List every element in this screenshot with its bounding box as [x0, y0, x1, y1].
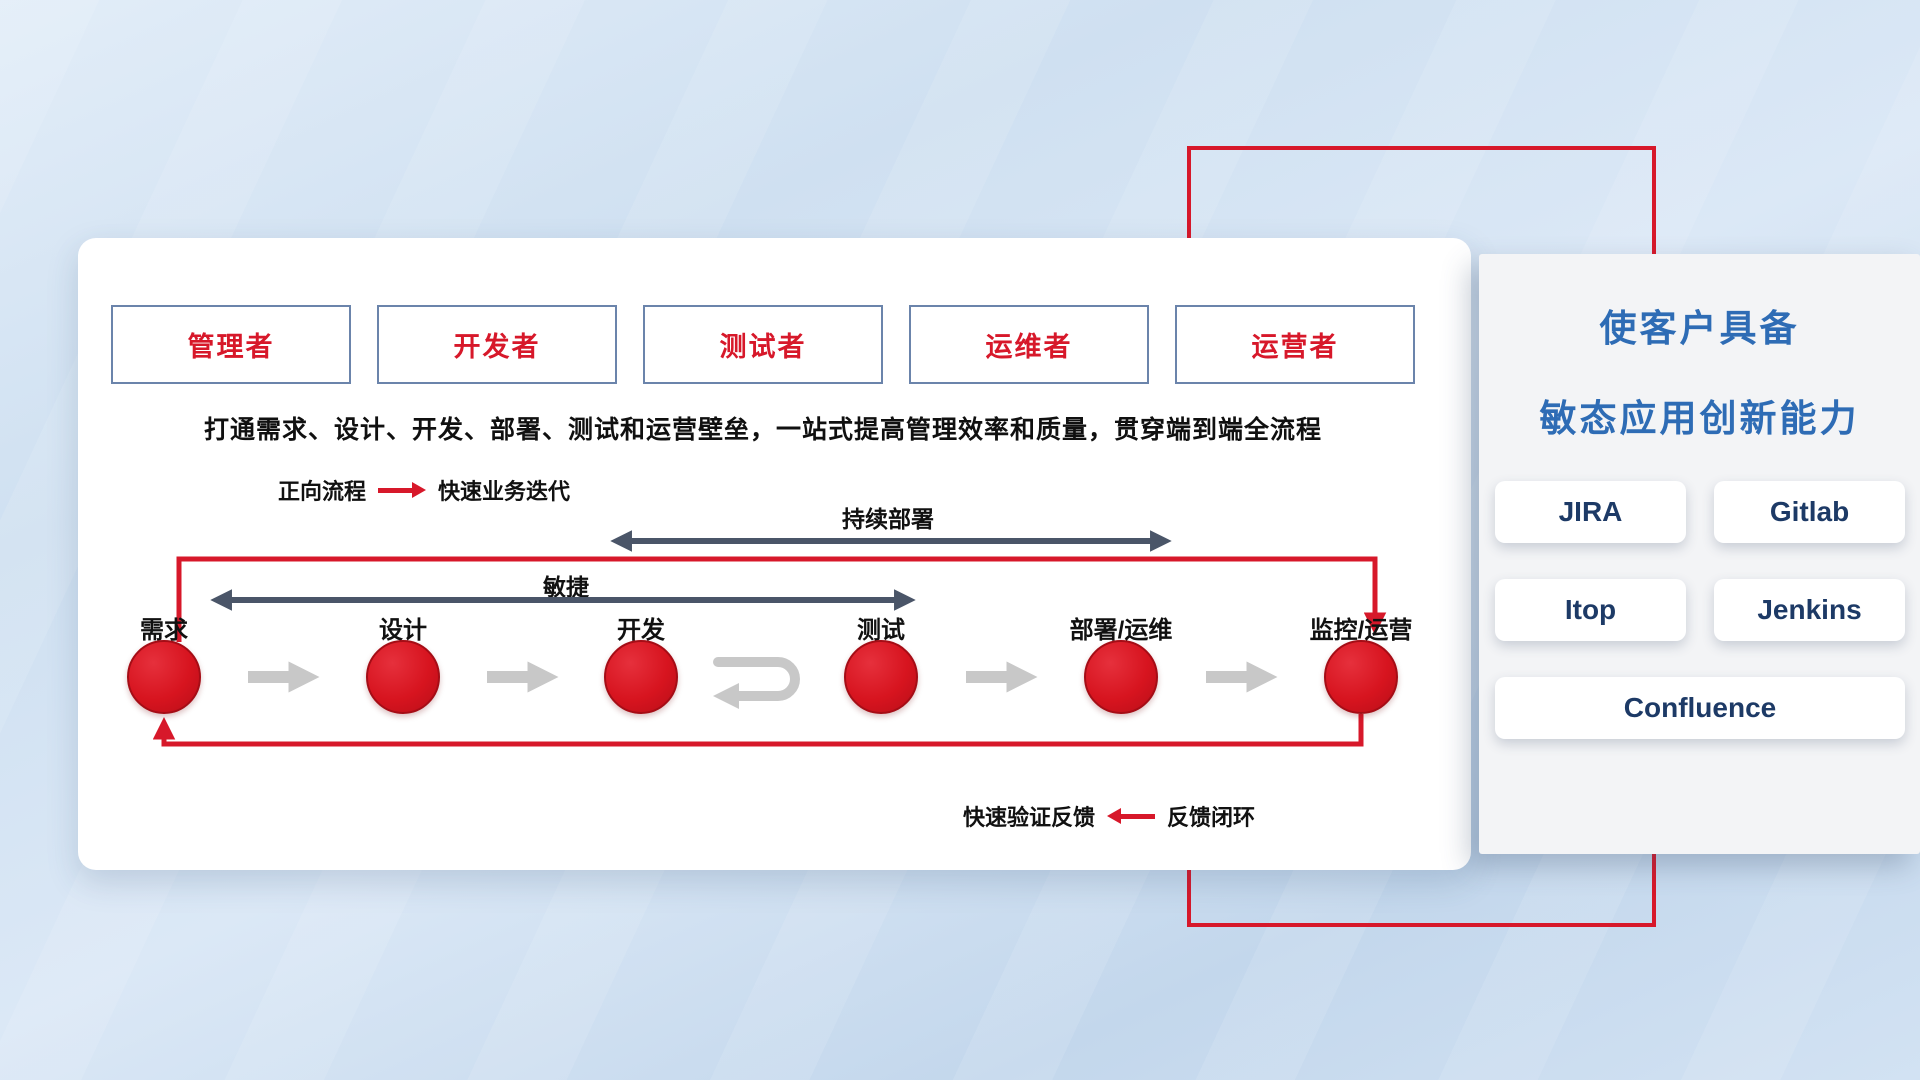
- role-label: 运维者: [985, 332, 1073, 362]
- stage-label-design: 设计: [379, 617, 427, 644]
- tool-itop: Itop: [1495, 579, 1686, 641]
- capability-title-line1: 使客户具备: [1599, 308, 1800, 349]
- stage-node-deploy-ops: [1084, 640, 1158, 714]
- role-label: 管理者: [187, 332, 275, 362]
- legend-feedback: 快速验证反馈 反馈闭环: [963, 800, 1255, 832]
- stage-node-testing: [844, 640, 918, 714]
- flow-arrows-graphic: [152, 530, 1387, 747]
- legend-forward-value: 快速业务迭代: [438, 479, 571, 504]
- tool-jenkins: Jenkins: [1714, 579, 1905, 641]
- stage-label-testing: 测试: [857, 617, 905, 644]
- legend-forward-label: 正向流程: [278, 479, 367, 504]
- role-box-operations: 运营者: [1175, 305, 1415, 384]
- role-label: 测试者: [719, 332, 807, 362]
- stage-node-requirements: [127, 640, 201, 714]
- stage-label-development: 开发: [617, 617, 665, 644]
- legend-feedback-value: 反馈闭环: [1167, 805, 1256, 830]
- role-box-ops: 运维者: [909, 305, 1149, 384]
- capability-title-line2: 敏态应用创新能力: [1539, 398, 1860, 439]
- roles-row: 管理者 开发者 测试者 运维者 运营者: [111, 305, 1415, 384]
- legend-feedback-label: 快速验证反馈: [963, 805, 1096, 830]
- capability-panel: 使客户具备 敏态应用创新能力 JIRA Gitlab Itop Jenkins …: [1479, 254, 1920, 854]
- stage-label-monitor-ops: 监控/运营: [1309, 617, 1413, 644]
- continuous-deploy-label: 持续部署: [842, 506, 934, 532]
- role-box-tester: 测试者: [643, 305, 883, 384]
- role-label: 运营者: [1251, 332, 1339, 362]
- stage-node-development: [604, 640, 678, 714]
- stage-node-monitor-ops: [1324, 640, 1398, 714]
- forward-arrow-icon: [378, 482, 427, 498]
- devops-flow-panel: 管理者 开发者 测试者 运维者 运营者 打通需求、设计、开发、部署、测试和运营壁…: [78, 238, 1471, 870]
- legend-forward: 正向流程 快速业务迭代: [278, 474, 570, 506]
- tool-confluence: Confluence: [1495, 677, 1905, 739]
- feedback-arrow-icon: [1107, 808, 1156, 824]
- tools-grid: JIRA Gitlab Itop Jenkins Confluence: [1495, 481, 1905, 739]
- role-label: 开发者: [453, 332, 541, 362]
- role-box-manager: 管理者: [111, 305, 351, 384]
- role-box-developer: 开发者: [377, 305, 617, 384]
- stage-node-design: [366, 640, 440, 714]
- stage-label-requirements: 需求: [140, 617, 188, 644]
- tool-gitlab: Gitlab: [1714, 481, 1905, 543]
- stage-label-deploy-ops: 部署/运维: [1069, 617, 1173, 644]
- tool-jira: JIRA: [1495, 481, 1686, 543]
- panel-subtitle: 打通需求、设计、开发、部署、测试和运营壁垒，一站式提高管理效率和质量，贯穿端到端…: [203, 416, 1322, 444]
